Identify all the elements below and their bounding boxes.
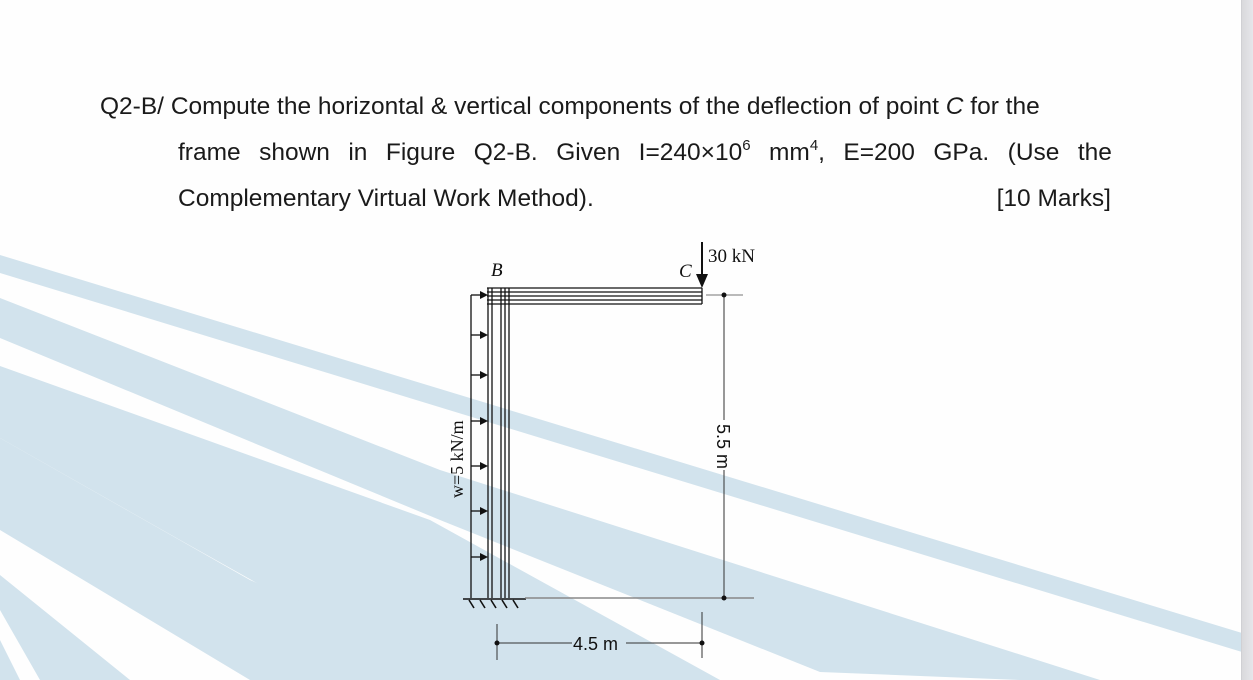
word: shown — [259, 139, 330, 166]
inertia-unit: mm4, — [768, 136, 825, 166]
distributed-load-label: w=5 kN/m — [447, 420, 467, 498]
word: in — [348, 139, 368, 166]
word: frame — [178, 139, 241, 166]
column-ab — [487, 288, 510, 598]
question-line-2: frame shown in Figure Q2-B. Given I=240×… — [178, 136, 1112, 166]
beam-bc — [487, 287, 703, 305]
joint-c-label: C — [679, 261, 692, 282]
word: Figure — [385, 139, 456, 166]
word: the — [1077, 139, 1112, 166]
joint-b-label: B — [491, 260, 503, 281]
question-line-1: Q2-B/ Compute the horizontal & vertical … — [100, 93, 1040, 120]
word: Given — [556, 139, 621, 166]
word: (Use — [1007, 139, 1060, 166]
page-edge-shadow — [1241, 0, 1253, 680]
fixed-support-icon — [463, 598, 526, 609]
height-dimension-label: 5.5 m — [713, 424, 733, 469]
figure-ref: Q2-B. — [473, 139, 538, 166]
height-dimension — [525, 292, 754, 601]
question-line-3: Complementary Virtual Work Method). — [178, 185, 594, 212]
span-dimension-label: 4.5 m — [573, 634, 618, 654]
question-text-1: Compute the horizontal & vertical compon… — [170, 93, 939, 120]
distributed-load — [470, 291, 488, 598]
marks-label: [10 Marks] — [996, 185, 1111, 212]
span-dimension — [494, 612, 705, 660]
question-block: Q2-B/ Compute the horizontal & vertical … — [0, 0, 1253, 240]
moment-of-inertia: I=240×106 — [638, 136, 751, 166]
elastic-modulus: E=200 — [843, 139, 915, 166]
question-text-1-end: for the — [970, 93, 1040, 120]
question-label: Q2-B/ — [100, 93, 164, 120]
modulus-unit: GPa. — [933, 139, 990, 166]
point-load-arrow-icon — [696, 242, 708, 288]
point-load-label: 30 kN — [708, 246, 755, 267]
point-c-ref: C — [945, 93, 964, 120]
